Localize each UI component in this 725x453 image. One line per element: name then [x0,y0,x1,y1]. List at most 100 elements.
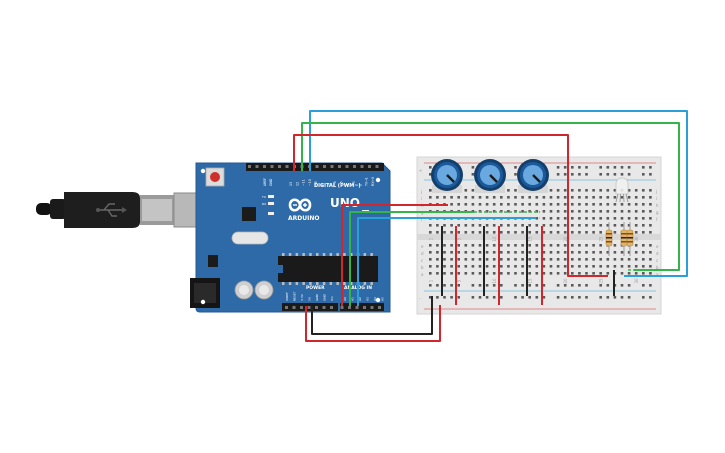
digital-pin-label: ~9 [314,181,318,186]
rgb-led [615,177,629,203]
digital-pin-label: RX←0 [371,177,375,186]
power-pin-label: RESET [293,291,297,301]
digital-pin-label: ~5 [339,181,343,186]
reset-button-cap[interactable] [210,172,220,182]
row-letter: f [421,217,423,222]
wire-red-5v [305,305,441,342]
power-pin-label: GND [315,293,319,301]
aref-label: AREF [263,178,267,186]
row-letter: c [421,258,423,263]
digital-pin-label: ~6 [333,181,337,186]
digital-pin-label: 13 [289,182,293,186]
column-number: 15 [528,278,533,284]
column-number: 30 [634,236,639,242]
row-letter: a [656,272,659,277]
knob-indicator [532,174,541,183]
column-number: 1 [428,237,433,240]
row-letter: g [656,210,659,215]
analog-pin-label: A5 [381,297,385,301]
column-number: 5 [457,237,462,240]
row-letter: d [656,251,659,256]
row-letter: d [421,251,424,256]
mount-hole [200,299,206,305]
atmega-chip [278,256,378,282]
potentiometer[interactable] [474,159,506,193]
row-letter: h [656,203,659,208]
analog-pin-label: A2 [358,297,362,301]
row-letter: e [421,244,424,249]
digital-pin-label: TX→1 [365,177,369,187]
digital-pin-label: ~10 [308,179,312,186]
row-letter: e [656,244,659,249]
tx-label: TX [261,195,266,199]
mount-hole [200,168,206,174]
column-number: 10 [492,278,497,284]
column-number: 20 [563,278,568,284]
digital-header[interactable] [246,163,384,171]
column-number: 30 [634,278,639,284]
row-letter: f [656,217,658,222]
digital-pin-label: 7 [327,184,331,186]
board-model-text: UNO [330,196,360,210]
row-letter: j [420,189,422,194]
regulator-chip [208,255,218,267]
row-letter: i [421,196,422,201]
power-pin-label: 5V [308,296,312,301]
digital-pin-label: ~3 [352,181,356,186]
arduino-logo-icon [288,198,312,212]
l-led [268,212,274,215]
digital-pin-label: 2 [358,184,362,186]
mount-hole [375,177,381,183]
column-number: 1 [428,279,433,282]
wire-blue-digital [309,110,688,277]
usb-cable [36,192,201,228]
row-letter: j [655,189,657,194]
row-letter: b [656,265,659,270]
wires [293,110,688,342]
power-pin-label: GND [323,293,327,301]
analog-pin-label: A1 [351,297,355,301]
analog-pin-label: A3 [366,297,370,301]
column-number: 25 [599,236,604,242]
row-letter: c [656,258,658,263]
row-letter: i [656,196,657,201]
usb-cable-strain-relief [36,203,52,215]
column-number: 25 [599,278,604,284]
resistor [605,222,613,256]
column-number: 20 [563,236,568,242]
rx-led [268,202,274,205]
column-number: 15 [528,236,533,242]
usb-chip [242,207,256,221]
rail-minus-label: - [419,296,421,301]
digital-label: DIGITAL (PWM~) [314,183,361,189]
rail-plus-label: + [419,168,422,173]
digital-pin-label: 8 [321,184,325,186]
wire-red-analog [341,204,448,306]
crystal-oscillator [231,231,269,245]
column-number: 10 [492,236,497,242]
rx-label: RX [262,202,266,206]
analog-header[interactable] [340,303,384,311]
wire-black-gnd [311,296,433,335]
gnd-label: GND [269,178,273,186]
usb-icon [96,203,127,217]
wire-red-digital [293,134,608,277]
potentiometer[interactable] [517,159,549,193]
power-jack-inner [194,283,216,303]
breadboard-center-channel [417,234,661,240]
usb-cable-grip [50,199,66,219]
knob-indicator [489,174,498,183]
potentiometer[interactable] [431,159,463,193]
tx-led [268,195,274,198]
analog-pin-label: A0 [343,297,347,301]
power-label: POWER [306,285,325,291]
column-number: 5 [457,279,462,282]
pot-lead-traces [424,211,655,271]
mount-hole [375,297,381,303]
power-pin-label: 3.3V [300,293,304,301]
usb-metal-shell-inner [142,199,172,221]
